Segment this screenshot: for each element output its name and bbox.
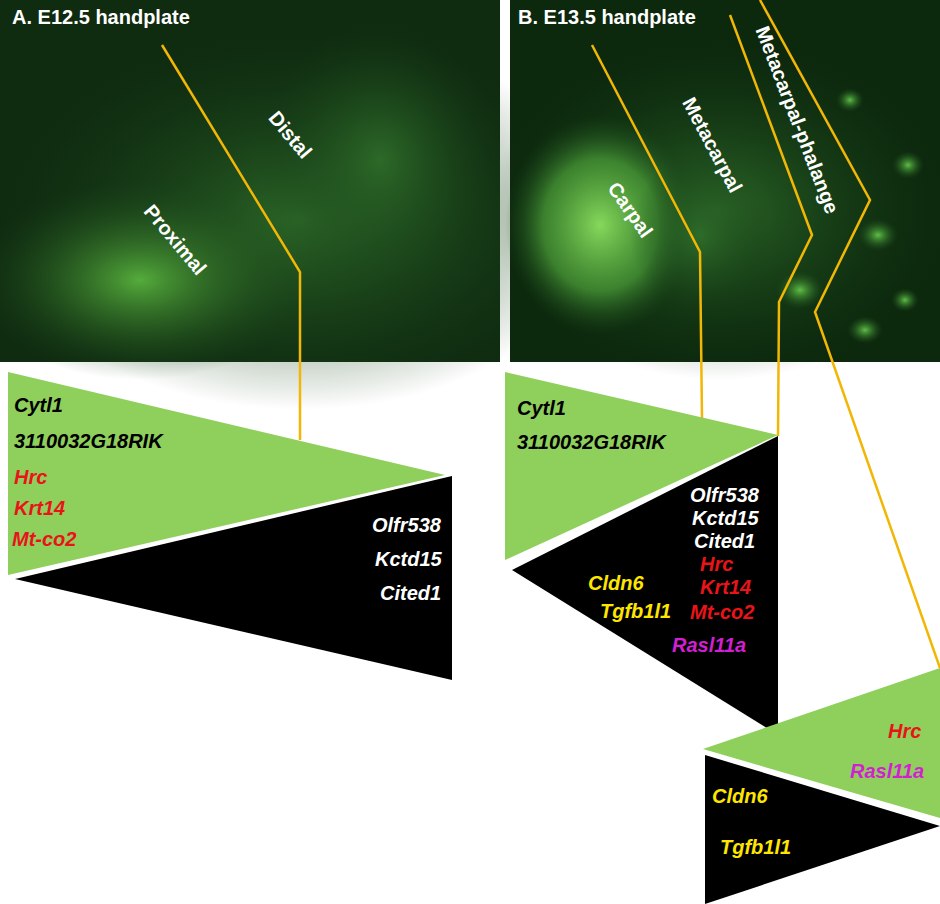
gene-label: Mt-co2 [12,528,76,551]
region-label: Carpal [603,178,658,242]
handplate-glow [260,20,500,300]
region-label: Distal [264,107,317,164]
gene-label: Kctd15 [375,548,442,571]
image-panel: A. E12.5 handplateProximal Distal [0,0,500,362]
gene-label: Cldn6 [588,572,644,595]
triangle-fill [15,476,452,680]
gene-label: Olfr538 [690,484,759,507]
triangle-fill [512,436,778,735]
region-label: Proximal [139,200,211,280]
gene-label: 3110032G18RIK [14,430,163,453]
gene-label: Cited1 [380,582,441,605]
region-label: Metacarpal-phalange [751,23,844,217]
gene-label: Hrc [888,720,921,743]
gene-label: Olfr538 [372,514,441,537]
gene-label: Cytl1 [517,397,566,420]
gene-label: Hrc [14,466,47,489]
gene-label: Mt-co2 [690,601,754,624]
digit-glow [836,88,864,112]
triangle-shape [15,476,452,680]
panel-title: A. E12.5 handplate [12,6,190,29]
gene-label: Kctd15 [692,507,759,530]
gene-label: Krt14 [700,576,751,599]
gene-label: Rasl11a [850,760,924,783]
gene-label: Rasl11a [672,634,746,657]
gene-triangle: Olfr538Kctd15Cited1 [15,476,452,680]
gene-label: Krt14 [14,497,65,520]
gene-label: Cldn6 [712,785,768,808]
handplate-glow [490,40,940,380]
gene-label: Cytl1 [14,394,63,417]
digit-glow [776,271,824,309]
digit-glow [858,219,898,251]
region-label: Metacarpal [677,93,746,196]
panel-title: B. E13.5 handplate [518,6,696,29]
image-panel: B. E13.5 handplateCarpal MetacarpalMetaca… [510,0,940,362]
digit-glow [891,288,919,312]
gene-label: Cited1 [694,530,755,553]
digit-glow [892,151,924,179]
gene-label: 3110032G18RIK [517,431,666,454]
triangle-fill [705,755,940,904]
gene-label: Tgfb1l1 [720,836,791,859]
digit-glow [847,316,883,344]
gene-triangle: Olfr538Kctd15Cited1Cldn6Tgfb1l1 HrcKrt14M… [512,436,778,735]
gene-label: Tgfb1l1 [600,600,671,623]
gene-label: Hrc [700,553,733,576]
